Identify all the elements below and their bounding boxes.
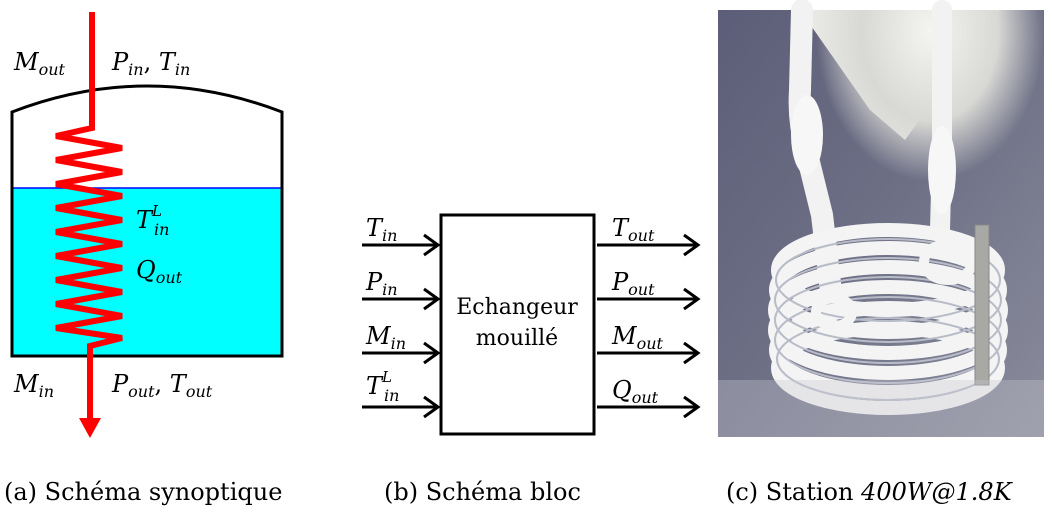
coil-inner-loop-right [919, 239, 977, 285]
output-label-m-out: Mout [611, 322, 664, 353]
frost-haze [718, 380, 1044, 437]
frosted-coil [768, 223, 1008, 415]
input-label-m-in: Min [365, 322, 406, 353]
exchanger-block [439, 213, 596, 436]
label-m-in: Min [13, 370, 54, 401]
input-arrowhead-t-in-l [423, 395, 441, 419]
coil-inner-loop-left [811, 293, 857, 331]
pipe-joint-left [791, 95, 823, 175]
caption-c: (c) Station 400W@1.8K [726, 478, 1012, 506]
block-label-line2: mouillé [476, 326, 558, 351]
input-arrowhead-p-in [423, 287, 441, 311]
caption-c-math: 400W@1.8K [861, 478, 1012, 506]
coil-shadow-lines [774, 238, 1002, 401]
output-label-p-out: Pout [611, 268, 655, 299]
mounting-bracket [974, 224, 990, 386]
caption-b: (b) Schéma bloc [384, 478, 581, 506]
input-arrowhead-t-in [423, 233, 441, 257]
output-arrowhead-q-out [683, 395, 701, 419]
pipe-joint-right [928, 126, 956, 214]
coil-outlet-arrowhead [79, 418, 101, 438]
coil-heat-exchanger [55, 12, 123, 420]
input-label-p-in: Pin [365, 268, 398, 299]
output-label-t-out: Tout [612, 214, 655, 245]
input-arrowhead-m-in [423, 341, 441, 365]
caption-c-prefix: (c) Station [726, 478, 862, 506]
output-arrowhead-m-out [683, 341, 701, 365]
caption-a: (a) Schéma synoptique [4, 478, 283, 506]
output-label-q-out: Qout [612, 376, 659, 407]
input-label-t-in: Tin [366, 214, 397, 245]
label-p-out-t-out: Pout, Tout [111, 370, 213, 401]
block-label-line1: Echangeur [456, 295, 578, 320]
output-arrowhead-p-out [683, 287, 701, 311]
panel-c-photo [718, 0, 1044, 437]
vessel-outline [10, 84, 284, 358]
label-m-out: Mout [13, 48, 66, 79]
output-arrowhead-t-out [683, 233, 701, 257]
label-p-in-t-in: Pin, Tin [111, 48, 190, 79]
